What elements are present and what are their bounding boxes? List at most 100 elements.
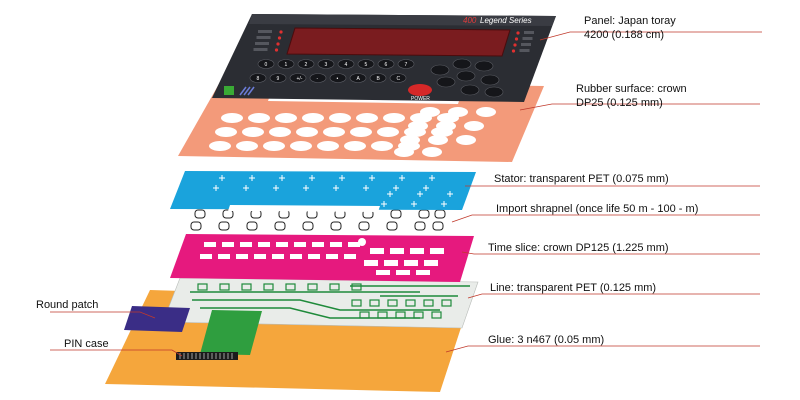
numeric-key — [337, 59, 355, 69]
time-slice-round-hole — [358, 238, 366, 246]
numeric-key — [297, 59, 315, 69]
time-slice-hole — [384, 260, 398, 266]
time-slice-hole — [272, 254, 284, 259]
rubber-oval-hole — [356, 113, 378, 123]
circuit-pad — [387, 299, 398, 307]
rubber-oval-hole — [400, 135, 420, 145]
time-slice-hole — [294, 242, 306, 247]
numeric-key-label: 8 — [257, 76, 260, 82]
circuit-pad — [377, 311, 388, 319]
rubber-oval-hole — [296, 127, 318, 137]
numeric-key-label: - — [317, 76, 319, 82]
numeric-key-label: 0 — [265, 62, 268, 68]
rubber-oval-hole — [236, 141, 258, 151]
panel-logo-green — [224, 86, 234, 95]
rubber-oval-hole — [377, 127, 399, 137]
label-rubber-line2: DP25 (0.125 mm) — [576, 97, 663, 109]
numeric-key — [397, 59, 415, 69]
indicator-legend — [522, 37, 533, 40]
shrapnel-dome — [434, 209, 446, 219]
rubber-oval-hole — [329, 113, 351, 123]
function-key — [480, 74, 500, 86]
numeric-key — [329, 73, 347, 83]
shrapnel-dome — [274, 221, 286, 231]
function-key — [456, 70, 476, 82]
indicator-led — [279, 30, 283, 34]
rubber-oval-hole — [269, 127, 291, 137]
numeric-key — [357, 59, 375, 69]
time-slice-hole — [416, 270, 430, 275]
stator-crosses — [213, 175, 453, 207]
power-button — [408, 84, 432, 96]
rubber-oval-hole — [476, 107, 496, 117]
time-slice-hole — [326, 254, 338, 259]
circuit-traces — [190, 285, 470, 319]
shrapnel-dome — [432, 221, 444, 231]
rubber-oval-hole — [215, 127, 237, 137]
rubber-oval-hole — [263, 141, 285, 151]
numeric-key — [277, 59, 295, 69]
rubber-oval-hole — [420, 107, 440, 117]
function-key — [452, 58, 472, 70]
indicator-led — [511, 49, 516, 53]
numeric-key — [257, 59, 275, 69]
rubber-oval-hole — [242, 127, 264, 137]
numeric-key — [389, 73, 407, 83]
front-panel — [212, 14, 556, 102]
circuit-pad — [219, 283, 230, 291]
shrapnel-dome — [414, 221, 426, 231]
indicator-legend — [524, 31, 534, 34]
rubber-oval-hole — [456, 135, 476, 145]
label-stator: Stator: transparent PET (0.075 mm) — [494, 173, 669, 185]
rubber-oval-hole — [248, 113, 270, 123]
time-slice-hole — [200, 254, 212, 259]
shrapnel-dome — [302, 221, 314, 231]
function-key — [460, 84, 480, 96]
rubber-oval-hole — [302, 113, 324, 123]
numeric-key-label: 2 — [305, 62, 308, 68]
label-round-patch: Round patch — [36, 299, 98, 311]
rubber-oval-hole — [408, 121, 428, 131]
label-shrapnel: Import shrapnel (once life 50 m - 100 - … — [496, 203, 698, 215]
indicator-led — [274, 48, 279, 52]
circuit-pad — [431, 311, 442, 319]
panel-logo-stripes — [239, 86, 255, 96]
power-label: POWER — [411, 96, 430, 102]
panel-display — [286, 27, 511, 57]
time-slice-hole — [240, 242, 252, 247]
label-panel-line1: Panel: Japan toray — [584, 15, 676, 27]
time-slice-hole — [254, 254, 266, 259]
shrapnel-dome — [246, 221, 258, 231]
shrapnel-dome — [390, 209, 402, 219]
rubber-oval-hole — [383, 113, 405, 123]
indicator-legend — [255, 42, 269, 45]
numeric-key — [249, 73, 267, 83]
circuit-pad — [405, 299, 416, 307]
circuit-pad — [197, 283, 208, 291]
shrapnel-dome — [194, 209, 206, 219]
indicator-legend — [519, 49, 530, 52]
time-slice-hole — [290, 254, 302, 259]
time-slice-hole — [404, 260, 418, 266]
time-slice-hole — [276, 242, 288, 247]
leader-line — [467, 293, 760, 299]
numeric-key — [269, 73, 287, 83]
time-slice-hole — [218, 254, 230, 259]
circuit-pad — [423, 299, 434, 307]
circuit-pad — [395, 311, 406, 319]
circuit-pad — [263, 283, 274, 291]
shrapnel-dome — [190, 221, 202, 231]
circuit-pad — [359, 311, 370, 319]
leader-time-slice — [461, 251, 760, 255]
time-slice-hole — [344, 254, 356, 259]
time-slice-hole — [424, 260, 438, 266]
panel-function-keys — [430, 58, 504, 98]
indicator-legend — [253, 48, 268, 51]
circuit-pad — [351, 283, 362, 291]
circuit-pad — [329, 283, 340, 291]
indicator-led — [514, 37, 519, 41]
label-line: Line: transparent PET (0.125 mm) — [490, 282, 656, 294]
time-slice-hole — [204, 242, 216, 247]
shrapnel-dome — [222, 209, 234, 219]
time-slice-hole — [370, 248, 384, 254]
